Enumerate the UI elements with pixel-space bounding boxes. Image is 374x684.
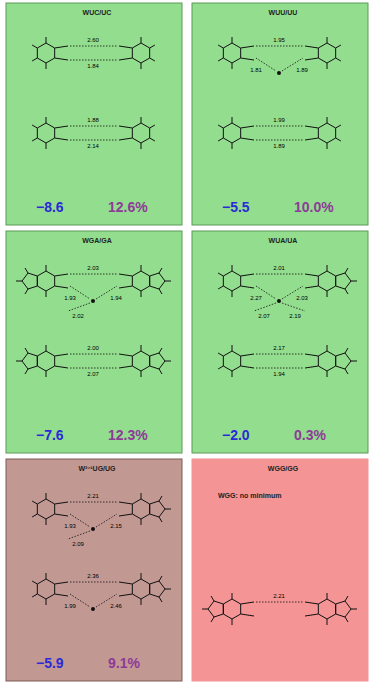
ring [218,265,254,297]
hbond-lines [70,354,117,368]
hbond-distance: 1.81 [249,67,263,74]
panel-title: W³⁷¹UG/UG [9,465,185,472]
energy-value: −5.9 [36,655,64,671]
hbond-distance: 2.60 [86,37,100,44]
population-percent: 12.6% [108,199,148,215]
hbond-distance: 1.95 [272,37,286,44]
panel-title: WGG/GG [195,465,371,472]
hbond-lines [256,126,303,140]
panel-ground [192,3,368,225]
energy-value: −8.6 [36,199,64,215]
hbond-distance: 1.93 [63,295,77,302]
panel-art [6,3,182,225]
ring [305,117,341,149]
panel-ground [6,3,182,225]
hbond-distance: 2.03 [295,295,309,302]
hbond-distance: 2.02 [71,313,85,320]
ring [119,573,171,605]
ring [119,345,171,377]
energy-value: −5.5 [222,199,250,215]
ring [32,117,68,149]
hbond-distance: 1.94 [109,295,123,302]
population-percent: 12.3% [108,427,148,443]
ring [305,265,357,297]
hbond-distance: 1.88 [86,117,100,124]
hbond-distance: 1.89 [295,67,309,74]
hbond-lines [70,46,117,60]
hbond-distance: 2.19 [288,313,302,320]
population-percent: 9.1% [108,655,140,671]
ring [16,265,68,297]
hbond-lines [70,126,117,140]
hbond-distance: 1.99 [272,117,286,124]
hbond-distance: 2.09 [71,541,85,548]
ring [119,117,155,149]
population-percent: 0.3% [294,427,326,443]
energy-value: −7.6 [36,427,64,443]
panel-art [192,459,368,681]
hbond-lines [256,354,303,368]
panel-ground [6,231,182,453]
hbond-distance: 2.07 [86,371,100,378]
panel-art [6,231,182,453]
hbond-distance: 2.21 [86,493,100,500]
ring [119,493,171,525]
energy-value: −2.0 [222,427,250,443]
hbond-distance: 1.94 [272,371,286,378]
ring [305,345,357,377]
panel-title: WUC/UC [9,9,185,16]
ring [218,37,254,69]
ring [16,345,68,377]
panel-box: WGG/GG WGG: no minimum [192,459,368,681]
hbond-distance: 2.01 [272,265,286,272]
hbond-lines [254,274,305,311]
hbond-distance: 2.27 [249,295,263,302]
panel-title: WGA/GA [9,237,185,244]
hbond-distance: 2.36 [86,573,100,580]
hbond-distance: 1.84 [86,63,100,70]
hbond-distance: 1.93 [63,523,77,530]
panel-art [192,231,368,453]
hbond-distance: 1.99 [63,603,77,610]
panel-title: WUU/UU [195,9,371,16]
ring [202,593,254,625]
ring [218,117,254,149]
panel-note: WGG: no minimum [218,492,281,499]
hbond-lines [256,602,303,603]
hbond-lines [68,274,117,311]
ring [32,37,68,69]
panel-ground [192,231,368,453]
hbond-distance: 1.89 [272,143,286,150]
ring [305,593,357,625]
hbond-lines [68,502,117,539]
hbond-distance: 2.07 [257,313,271,320]
ring [305,37,341,69]
ring [119,265,171,297]
ring [218,345,254,377]
panel-title: WUA/UA [195,237,371,244]
panel-art [6,459,182,681]
ring [32,493,68,525]
hbond-distance: 2.14 [86,143,100,150]
ring [119,37,155,69]
hbond-distance: 2.21 [272,593,286,600]
population-percent: 10.0% [294,199,334,215]
hbond-distance: 2.00 [86,345,100,352]
panel-ground [6,459,182,681]
hbond-distance: 2.46 [109,603,123,610]
panel-ground [192,459,368,681]
panel-art [192,3,368,225]
hbond-distance: 2.15 [109,523,123,530]
ring [32,573,68,605]
hbond-distance: 2.17 [272,345,286,352]
hbond-distance: 2.03 [86,265,100,272]
